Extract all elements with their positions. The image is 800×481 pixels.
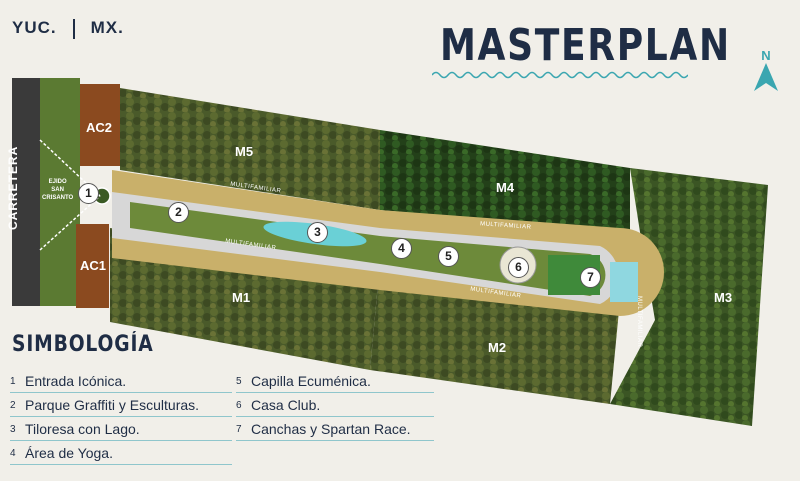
separator: [72, 18, 75, 39]
legend-item: 4 Área de Yoga.: [10, 442, 232, 465]
lot-m2-label: M2: [488, 340, 507, 355]
legend-right-column: 5 Capilla Ecuménica. 6 Casa Club. 7 Canchas…: [236, 370, 434, 442]
map-pin-2[interactable]: 2: [168, 202, 189, 223]
legend-item: 1 Entrada Icónica.: [10, 370, 232, 393]
lot-ac2: [80, 84, 120, 166]
lot-m5-label: M5: [235, 144, 254, 159]
legend-num: 2: [10, 399, 16, 411]
legend-label: Tiloresa con Lago.: [25, 421, 140, 437]
north-indicator: N: [752, 48, 780, 96]
lot-ac1: [76, 224, 109, 308]
lot-m5: [120, 88, 380, 210]
map-pin-4[interactable]: 4: [391, 238, 412, 259]
page-title: MASTERPLAN: [440, 20, 731, 71]
wave-decoration: [432, 71, 688, 79]
legend-label: Entrada Icónica.: [25, 373, 127, 389]
lot-m4: [380, 130, 630, 232]
north-label: N: [761, 48, 771, 63]
legend-label: Área de Yoga.: [25, 445, 113, 461]
highway-shoulder: [40, 78, 80, 306]
legend-num: 7: [236, 423, 242, 435]
location-label: YUC. MX.: [12, 18, 124, 39]
legend-title: SIMBOLOGÍA: [12, 332, 154, 357]
legend-item: 7 Canchas y Spartan Race.: [236, 418, 434, 441]
legend-num: 3: [10, 423, 16, 435]
north-arrow-icon: [754, 63, 778, 91]
map-pin-3[interactable]: 3: [307, 222, 328, 243]
legend-num: 6: [236, 399, 242, 411]
ejido-label: EJIDO SAN CRISANTO: [42, 179, 74, 201]
legend-num: 4: [10, 447, 16, 459]
legend-label: Casa Club.: [251, 397, 321, 413]
road-label-end: MULTIFAMILIAR: [636, 296, 642, 348]
lot-m3: [610, 168, 768, 426]
legend-label: Canchas y Spartan Race.: [251, 421, 411, 437]
legend-item: 2 Parque Graffiti y Esculturas.: [10, 394, 232, 417]
map-pin-1[interactable]: 1: [78, 183, 99, 204]
highway: [12, 78, 40, 306]
lot-m4-label: M4: [496, 180, 515, 195]
lot-ac1-label: AC1: [80, 258, 107, 273]
legend-label: Capilla Ecuménica.: [251, 373, 371, 389]
lot-m1-label: M1: [232, 290, 251, 305]
legend-num: 1: [10, 375, 16, 387]
legend-left-column: 1 Entrada Icónica. 2 Parque Graffiti y Esc…: [10, 370, 232, 466]
country-label: MX.: [90, 18, 124, 37]
entrance-road-1: [39, 139, 101, 197]
lot-ac2-label: AC2: [86, 120, 113, 135]
lot-m3-label: M3: [714, 290, 733, 305]
legend-num: 5: [236, 375, 242, 387]
legend-item: 6 Casa Club.: [236, 394, 434, 417]
legend-item: 3 Tiloresa con Lago.: [10, 418, 232, 441]
entrance-road-2: [39, 195, 101, 251]
legend-item: 5 Capilla Ecuménica.: [236, 370, 434, 393]
highway-label: CARRETERA: [6, 145, 20, 230]
map-pin-6[interactable]: 6: [508, 257, 529, 278]
map-pin-5[interactable]: 5: [438, 246, 459, 267]
map-pin-7[interactable]: 7: [580, 267, 601, 288]
median: [130, 202, 606, 296]
pools: [610, 262, 638, 302]
legend-label: Parque Graffiti y Esculturas.: [25, 397, 200, 413]
state-label: YUC.: [12, 18, 57, 37]
